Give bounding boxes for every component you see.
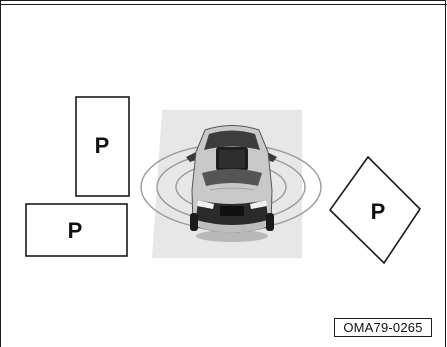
frame-top-rule bbox=[1, 1, 447, 5]
figure-reference-code: OMA79-0265 bbox=[334, 318, 432, 337]
parking-slot-label: P bbox=[371, 199, 386, 224]
car-icon bbox=[186, 125, 277, 242]
parking-slot-upper-left: P bbox=[75, 96, 130, 197]
parking-slot-right-diagonal: P bbox=[328, 155, 422, 265]
parking-slot-label: P bbox=[68, 218, 83, 243]
parking-slot-lower-left: P bbox=[25, 203, 128, 257]
parking-slot-label: P bbox=[95, 133, 110, 158]
